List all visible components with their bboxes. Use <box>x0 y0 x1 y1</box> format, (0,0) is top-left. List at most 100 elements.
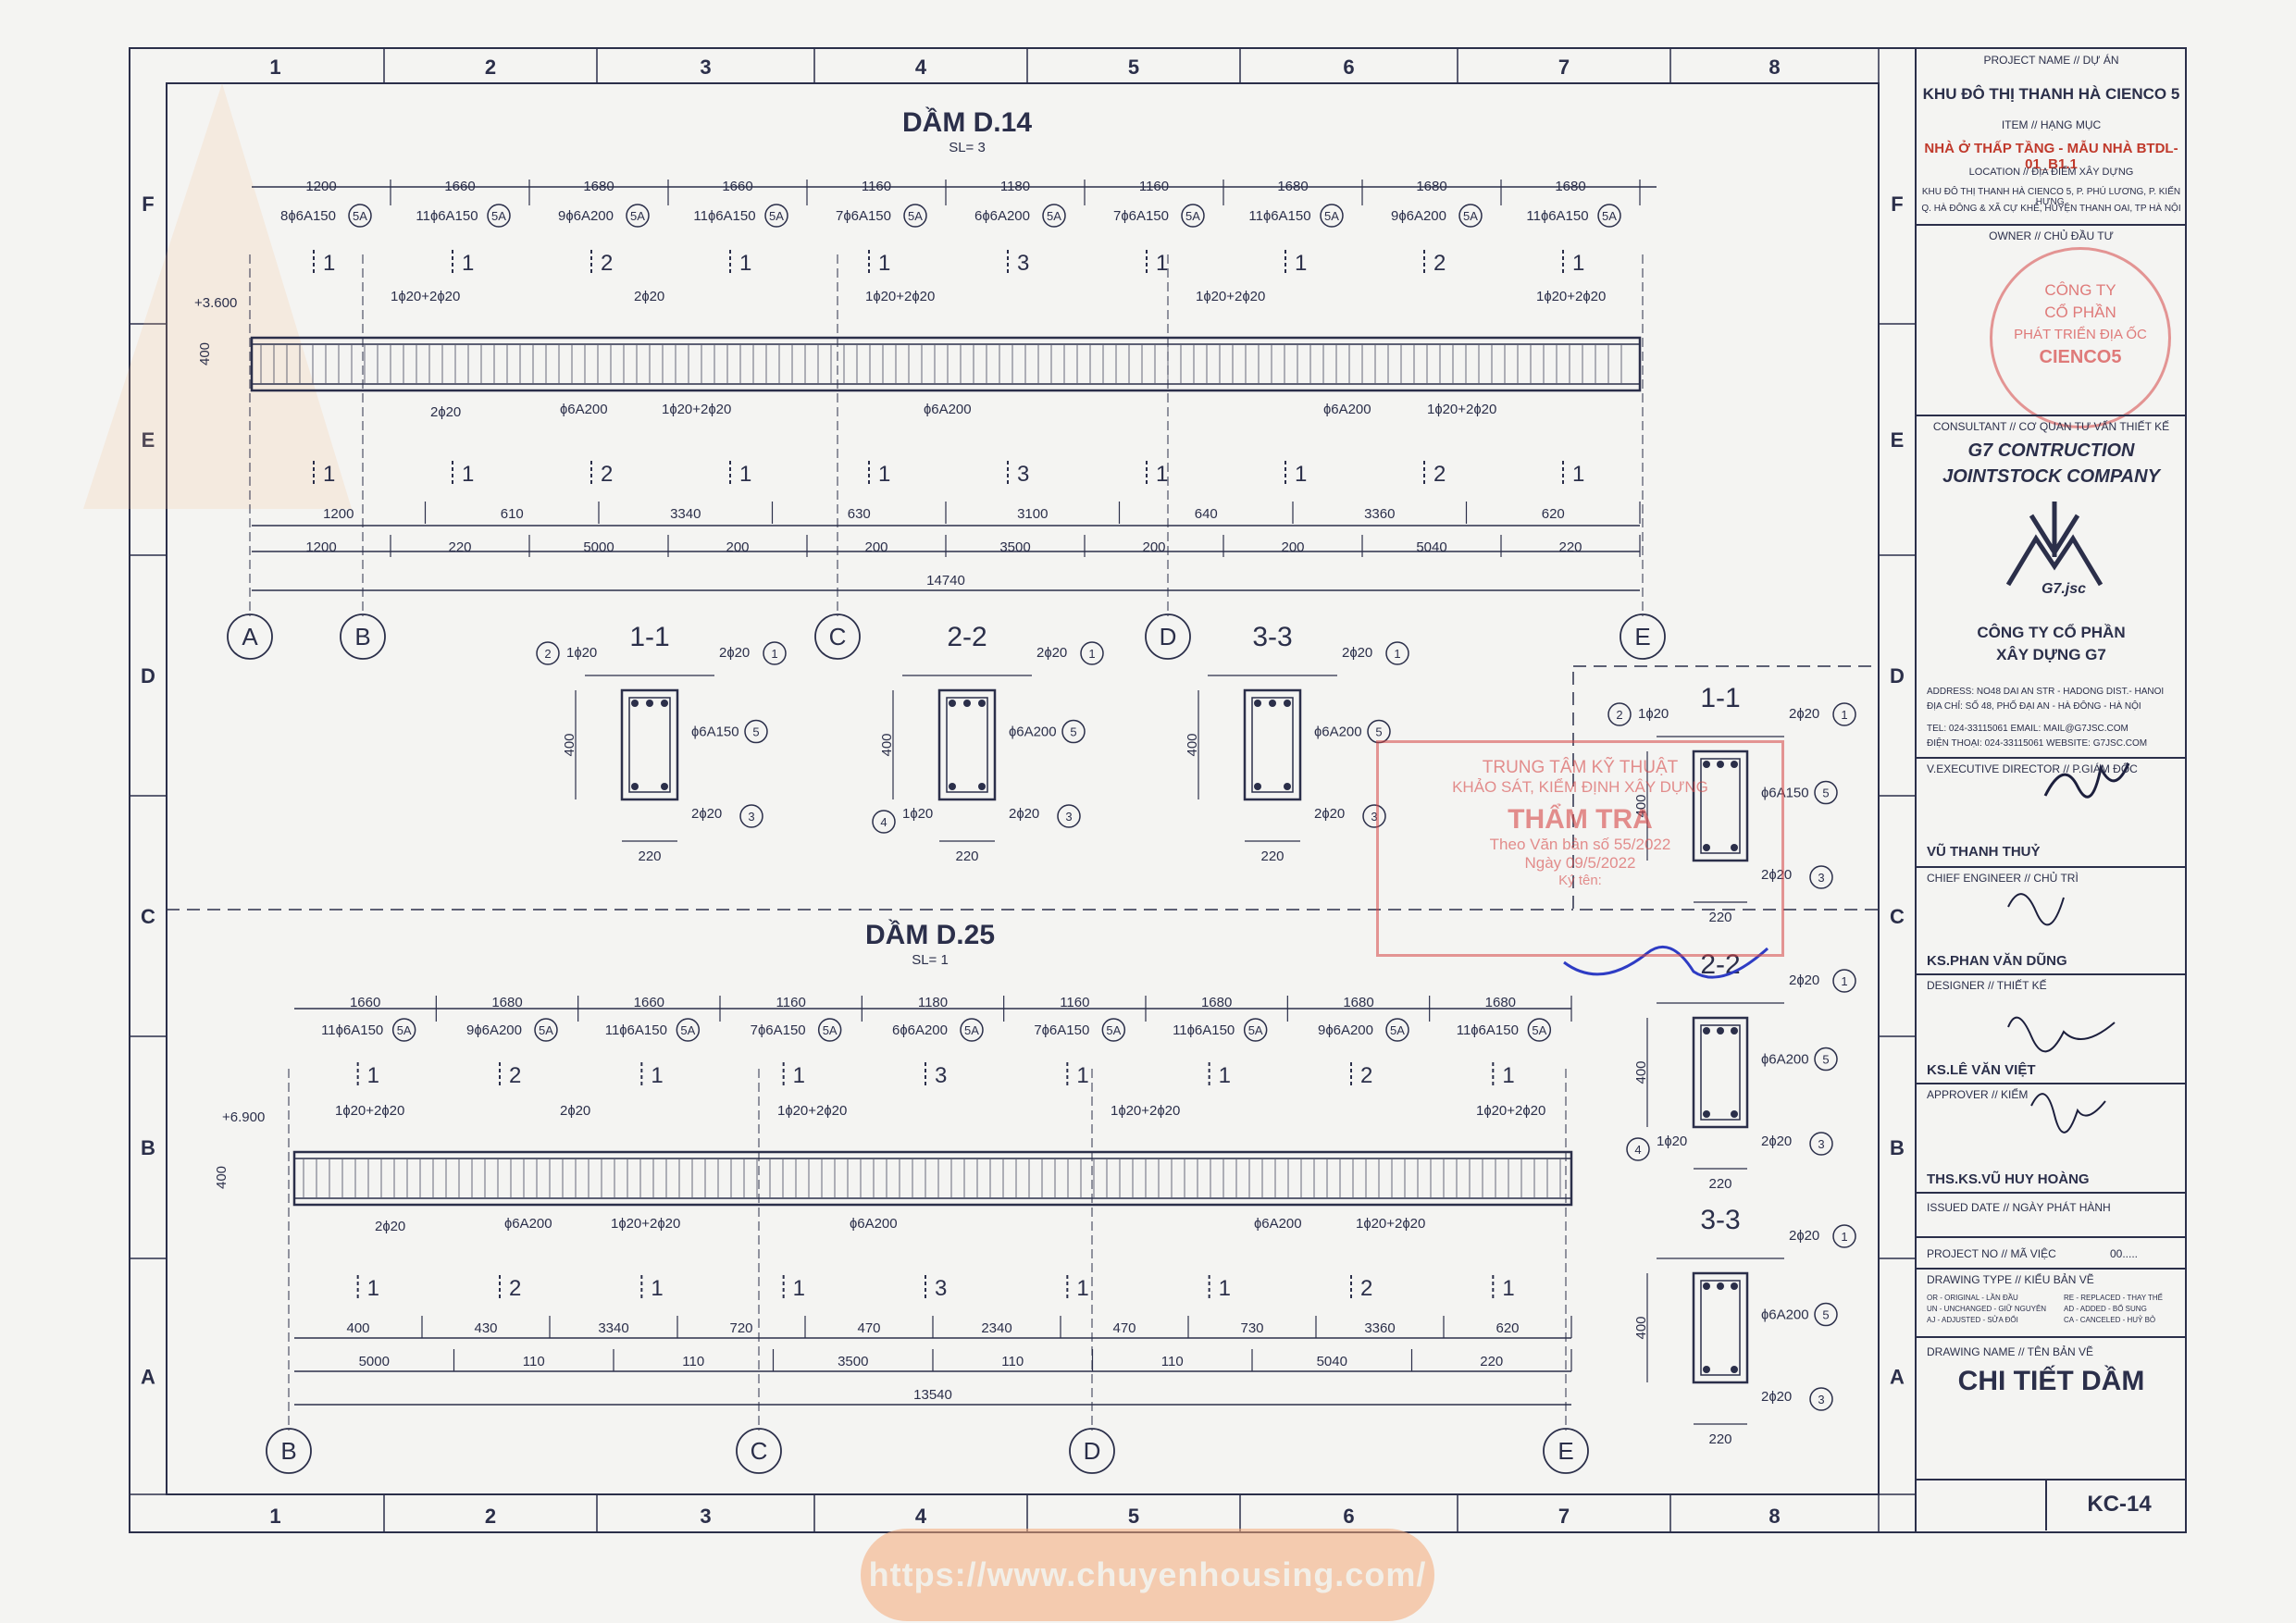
website-watermark[interactable]: https://www.chuyenhousing.com/ <box>861 1529 1434 1621</box>
section-mark-top-4: 3 <box>935 1063 947 1088</box>
svg-text:4: 4 <box>880 815 887 829</box>
svg-text:1ɸ20+2ɸ20: 1ɸ20+2ɸ20 <box>1476 1103 1545 1119</box>
section-outline-b0 <box>1692 750 1749 862</box>
dim-row2-4: 200 <box>864 539 887 555</box>
section-mark-top-0: 1 <box>367 1063 379 1088</box>
section-mark-top-9: 1 <box>1572 251 1584 276</box>
blue-signature <box>1563 945 1769 979</box>
beam1-topbar-1: 1ɸ20+2ɸ20 <box>391 289 460 304</box>
stirrup-label-7: 11ɸ6A150 <box>1248 208 1310 224</box>
top-dim-6: 1160 <box>1139 179 1169 194</box>
col-label-bottom: 7 <box>1558 1505 1570 1528</box>
axis-bubble-E <box>1620 613 1666 660</box>
top-dim-4: 1160 <box>862 179 891 194</box>
section-top-label-b1: 2ɸ20 <box>1789 973 1819 988</box>
stirrup-label-1: 9ɸ6A200 <box>466 1022 522 1038</box>
beam1-topbar-4: 1ɸ20+2ɸ20 <box>1196 289 1265 304</box>
svg-text:1: 1 <box>1841 1230 1847 1244</box>
approval-stamp-line1: TRUNG TÂM KỸ THUẬT <box>1482 758 1679 777</box>
section-mark-bottom-1: 2 <box>509 1276 521 1301</box>
section-height-a0: 400 <box>562 733 577 756</box>
drawing-name: CHI TIẾT DẦM <box>1957 1366 2145 1396</box>
stirrup-label-0: 11ɸ6A150 <box>321 1022 383 1038</box>
section-mark-top-0: 1 <box>323 251 335 276</box>
section-title-b0: 1-1 <box>1700 683 1740 713</box>
section-height-b0: 400 <box>1633 794 1649 817</box>
beam2-total: 13540 <box>913 1387 952 1403</box>
beam1-total: 14740 <box>926 573 965 588</box>
projno-value: 00..... <box>2110 1247 2139 1260</box>
section-title-a0: 1-1 <box>629 622 669 652</box>
svg-text:5: 5 <box>1822 1053 1829 1067</box>
item-caption: ITEM // HẠNG MỤC <box>2001 118 2102 131</box>
approval-stamp: TRUNG TÂM KỸ THUẬT KHẢO SÁT, KIỂM ĐỊNH X… <box>1376 740 1784 957</box>
dim-row2-5: 110 <box>1161 1354 1184 1369</box>
svg-text:3: 3 <box>1818 871 1824 885</box>
type-l3: AJ - ADJUSTED - SỬA ĐỔI <box>1927 1316 2018 1324</box>
dim-row1-0: 1200 <box>323 506 354 522</box>
location-line2: Q. HÀ ĐÔNG & XÃ CỰ KHÊ, HUYỆN THANH OAI,… <box>1921 204 2181 214</box>
dim-row1-1: 610 <box>501 506 524 522</box>
project-name: KHU ĐÔ THỊ THANH HÀ CIENCO 5 <box>1922 85 2180 103</box>
location-line1: KHU ĐÔ THỊ THANH HÀ CIENCO 5, P. PHÚ LƯƠ… <box>1921 187 2181 207</box>
beam1-botbar-1: 2ɸ20 <box>430 404 461 420</box>
section-stir-label-b0: ɸ6A150 <box>1761 786 1809 801</box>
dim-row2-7: 220 <box>1480 1354 1503 1369</box>
watermark-text: https://www.chuyenhousing.com/ <box>868 1555 1427 1593</box>
address-vn: ĐỊA CHỈ: SỐ 48, PHỐ ĐẠI AN - HÀ ĐÔNG - H… <box>1927 701 2141 712</box>
designer-caption: DESIGNER // THIẾT KẾ <box>1927 979 2047 992</box>
svg-text:5A: 5A <box>1047 209 1061 223</box>
svg-text:1ɸ20+2ɸ20: 1ɸ20+2ɸ20 <box>1356 1216 1425 1232</box>
section-height-b1: 400 <box>1633 1060 1649 1084</box>
section-mark-top-6: 1 <box>1219 1063 1231 1088</box>
section-mark-top-8: 2 <box>1433 251 1446 276</box>
col-label-top: 8 <box>1769 56 1780 79</box>
top-dim-4: 1180 <box>918 995 948 1010</box>
row-label-left: B <box>141 1136 155 1159</box>
row-grid: FFEEDDCCBBAA <box>130 192 1916 1495</box>
svg-text:3: 3 <box>1818 1137 1824 1151</box>
section-width-b2: 220 <box>1708 1431 1731 1447</box>
svg-text:5A: 5A <box>1463 209 1478 223</box>
approver-caption: APPROVER // KIỂM <box>1927 1088 2029 1101</box>
axis-bubble-E <box>1543 1428 1589 1474</box>
section-mark-bottom-4: 3 <box>935 1276 947 1301</box>
col-label-bottom: 4 <box>915 1505 927 1528</box>
svg-text:5: 5 <box>1822 1308 1829 1322</box>
section-bot-label-a2: 2ɸ20 <box>1314 806 1345 822</box>
dim-row2-6: 200 <box>1142 539 1165 555</box>
dim-row1-3: 720 <box>729 1320 752 1336</box>
axis-label-E: E <box>1558 1437 1573 1465</box>
beam1-qty: SL= 3 <box>949 140 986 155</box>
section-top-label-b2: 2ɸ20 <box>1789 1228 1819 1244</box>
beam2-height: 400 <box>214 1166 230 1189</box>
svg-text:5A: 5A <box>491 209 506 223</box>
section-mark-bottom-3: 1 <box>739 462 751 487</box>
top-dim-2: 1680 <box>583 179 614 194</box>
svg-text:2ɸ20: 2ɸ20 <box>375 1219 405 1234</box>
svg-text:1: 1 <box>771 647 777 661</box>
svg-text:2ɸ20: 2ɸ20 <box>560 1103 590 1119</box>
section-mark-bottom-2: 1 <box>651 1276 663 1301</box>
section-mark-top-2: 1 <box>651 1063 663 1088</box>
approval-stamp-line6: Ký tên: <box>1558 873 1602 888</box>
svg-text:5A: 5A <box>353 209 367 223</box>
svg-text:5A: 5A <box>680 1023 695 1037</box>
axis-label-E: E <box>1634 623 1650 650</box>
beam1-topbar-5: 1ɸ20+2ɸ20 <box>1536 289 1606 304</box>
col-label-top: 4 <box>915 56 927 79</box>
top-dim-7: 1680 <box>1343 995 1373 1010</box>
axis-label-C: C <box>829 623 847 650</box>
section-bot-label-b1: 2ɸ20 <box>1761 1134 1792 1149</box>
dim-row1-2: 3340 <box>598 1320 628 1336</box>
logo-watermark-shape <box>83 83 352 509</box>
signature-approver <box>2030 1093 2106 1134</box>
svg-text:1: 1 <box>1841 974 1847 988</box>
dim-row2-2: 110 <box>682 1354 704 1369</box>
top-dim-0: 1200 <box>305 179 336 194</box>
svg-text:5A: 5A <box>1390 1023 1405 1037</box>
stirrup-label-0: 8ɸ6A150 <box>280 208 336 224</box>
svg-text:3: 3 <box>1818 1393 1824 1406</box>
